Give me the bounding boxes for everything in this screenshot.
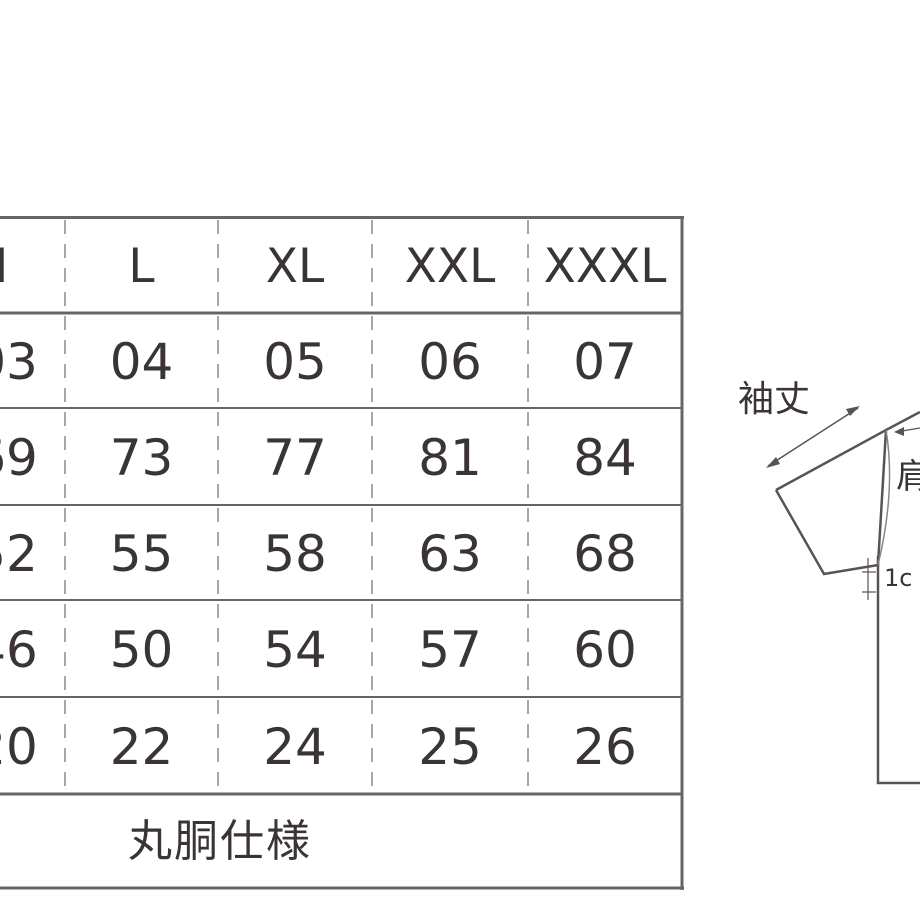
table-cell: 77: [263, 428, 327, 487]
table-cell: 55: [109, 524, 174, 583]
table-cell: 63: [418, 524, 482, 583]
shoulder-label: 肩: [896, 457, 920, 497]
sleeve-length-label: 袖丈: [738, 379, 811, 420]
table-cell: 24: [263, 717, 327, 776]
table-cell: 58: [263, 524, 327, 583]
tshirt-outline: [766, 406, 920, 785]
table-cell: 26: [573, 717, 637, 776]
table-cell: 07: [573, 332, 637, 391]
body-type-note: 丸胴仕様: [128, 816, 312, 867]
size-header-m: M: [0, 220, 36, 313]
table-grid: [0, 216, 684, 890]
table-cell: 54: [263, 620, 327, 679]
table-cell: 52: [0, 524, 38, 583]
size-header-xxxl: XXXL: [543, 239, 667, 294]
size-header-xl: XL: [265, 239, 325, 294]
size-header-xxl: XXL: [404, 239, 496, 294]
table-cell: 57: [418, 620, 482, 679]
table-cell: 73: [109, 428, 174, 487]
table-cell: 06: [418, 332, 482, 391]
table-cell: 46: [0, 620, 38, 679]
table-cell: 03: [0, 332, 38, 391]
table-cell: 20: [0, 717, 38, 776]
table-cell: 68: [573, 524, 637, 583]
table-cell: 84: [573, 428, 637, 487]
table-cell: 69: [0, 428, 38, 487]
table-cell: 81: [418, 428, 482, 487]
hem-length-label: 1c: [884, 564, 913, 592]
table-cell: 25: [418, 717, 482, 776]
size-header-l: L: [128, 239, 155, 294]
table-cell: 04: [109, 332, 174, 391]
table-cell: 50: [109, 620, 174, 679]
table-cell: 22: [109, 717, 174, 776]
size-table: M L XL XXL XXXL 03 04 05 06 07 69 73 77 …: [0, 216, 684, 890]
table-cell: 60: [573, 620, 637, 679]
table-cell: 05: [263, 332, 327, 391]
tshirt-measurement-diagram: 袖丈 肩 1c: [700, 360, 920, 790]
